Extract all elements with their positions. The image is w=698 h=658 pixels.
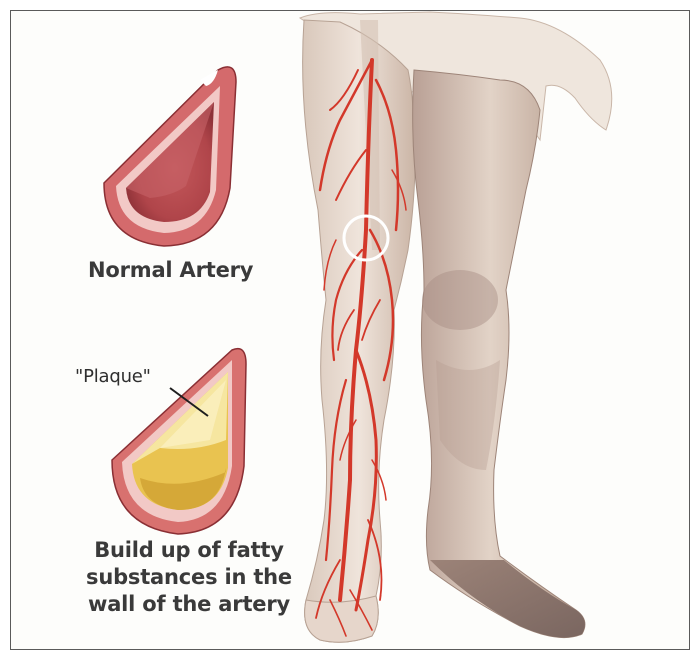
caption-line-1: Build up of fatty <box>74 537 304 564</box>
normal-artery-illustration <box>104 67 236 246</box>
plaque-label: "Plaque" <box>75 366 151 387</box>
caption-line-3: wall of the artery <box>74 591 304 618</box>
caption: Build up of fatty substances in the wall… <box>74 537 304 618</box>
legs-illustration <box>300 12 612 642</box>
caption-line-2: substances in the <box>74 564 304 591</box>
normal-artery-label: Normal Artery <box>88 258 253 282</box>
